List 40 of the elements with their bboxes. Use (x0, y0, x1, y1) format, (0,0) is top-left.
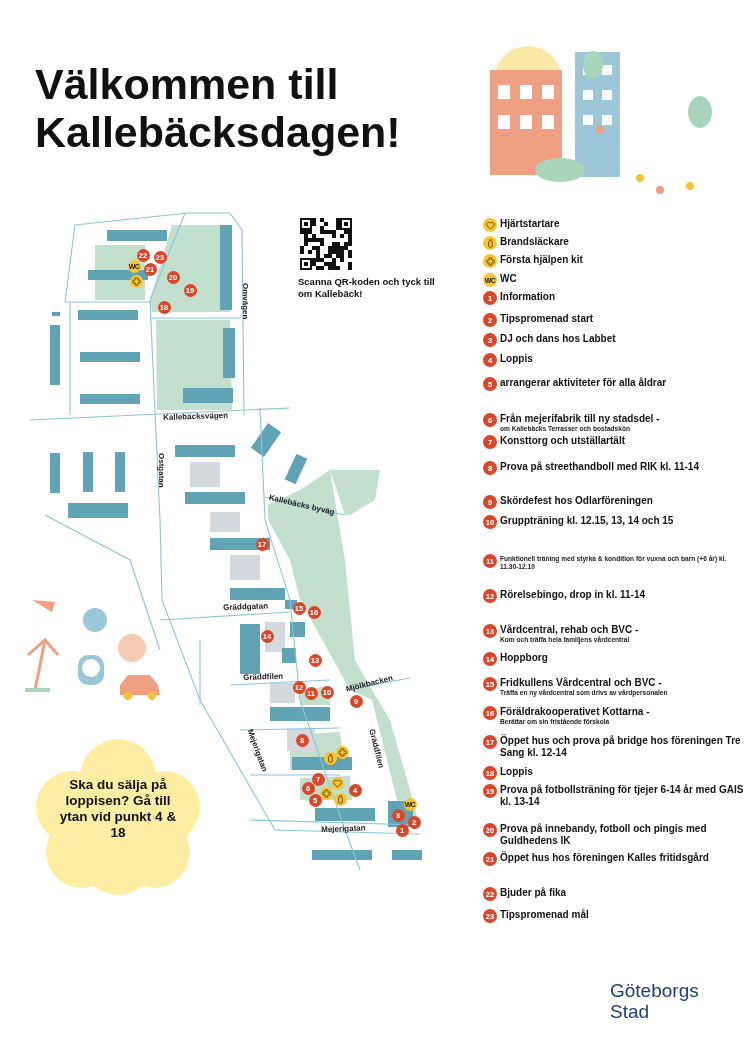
legend-text: Första hjälpen kit (500, 254, 584, 266)
qr-instruction: Scanna QR-koden och tyck till om Kallebäck! (298, 276, 436, 300)
legend-text: Prova på streethandboll med RIK kl. 11-14 (500, 461, 700, 473)
street-name: Gräddfilen (243, 671, 284, 682)
legend-text: Prova på innebandy, fotboll och pingis med Guldhedens IK (500, 823, 708, 847)
street-name: Gräddgatan (223, 601, 269, 612)
legend-text: Hjärtstartare (500, 218, 561, 230)
legend-text: Konsttorg och utställartält (500, 435, 626, 447)
first-aid-icon (483, 254, 497, 268)
legend-text: Skördefest hos Odlarföreningen (500, 495, 654, 507)
legend-text: DJ och dans hos Labbet (500, 333, 617, 345)
street-name: Mejerigatan (321, 823, 366, 834)
legend-text: Information (500, 291, 556, 303)
legend-text: Öppet hus hos föreningen Kalles fritidsgård (500, 852, 710, 864)
organization-name: Göteborgs Stad (610, 980, 700, 1022)
legend-text: WC (500, 273, 518, 285)
legend-text: Loppis (500, 353, 534, 365)
callout-text: Ska du sälja på loppisen? Gå till ytan vid punkt 4 & 18 (58, 777, 178, 841)
legend-text: Tipspromenad mål (500, 909, 590, 921)
legend-text: Vårdcentral, rehab och BVC - (500, 624, 640, 636)
legend-text: Bjuder på fika (500, 887, 568, 899)
legend-text: Gruppträning kl. 12.15, 13, 14 och 15 (500, 515, 675, 527)
fire-extinguisher-icon (483, 236, 497, 250)
legend-text: Loppis (500, 766, 534, 778)
poster-title: Välkommen till Kallebäcksdagen! (35, 60, 402, 156)
legend-text: Brandsläckare (500, 236, 570, 248)
legend-text: Fridkullens Vårdcentral och BVC - (500, 677, 663, 689)
legend-text: Tipspromenad start (500, 313, 595, 325)
legend-text: Öppet hus och prova på bridge hos föreningen Tre Sang kl. 12-14 (500, 735, 742, 759)
street-name: Gräddfilen (367, 728, 386, 769)
street-name: Omvägen (241, 283, 250, 320)
legend-text: Från mejerifabrik till ny stadsdel - (500, 413, 661, 425)
legend-text: Prova på fotbollsträning för tjejer 6-14 år med GAIS kl. 13-14 (500, 784, 745, 808)
legend-text: Rörelsebingo, drop in kl. 11-14 (500, 589, 647, 601)
street-name: Kallebäcksvägen (163, 410, 229, 422)
heart-icon (483, 218, 497, 232)
legend-text: Hoppborg (500, 652, 549, 664)
street-name: Ostgatan (157, 453, 166, 488)
legend-text: arrangerar aktiviteter för alla åldrar (500, 377, 668, 389)
legend-text: Föräldrakooperativet Kottarna - (500, 706, 651, 718)
